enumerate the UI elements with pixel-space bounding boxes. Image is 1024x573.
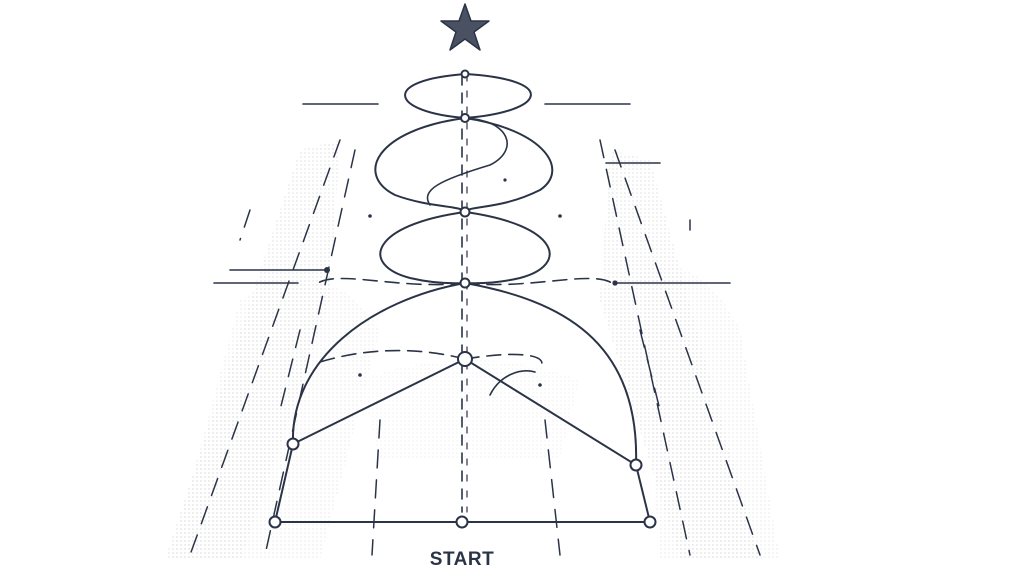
node-middle bbox=[459, 277, 471, 289]
lane-lines bbox=[189, 139, 761, 556]
side-markers bbox=[213, 103, 731, 284]
node-upper bbox=[460, 113, 470, 123]
background-shadow bbox=[165, 140, 780, 560]
node-start bbox=[455, 515, 469, 529]
node-top bbox=[460, 69, 470, 79]
node-center-large bbox=[457, 351, 473, 367]
sparkle-points bbox=[324, 178, 618, 387]
node-bottom-right bbox=[643, 515, 657, 529]
start-label: START bbox=[430, 549, 494, 570]
star-icon bbox=[440, 3, 490, 51]
node-bottom-left bbox=[268, 515, 282, 529]
node-middle-upper bbox=[459, 206, 471, 218]
node-left bbox=[286, 437, 300, 451]
braided-paths bbox=[274, 73, 651, 523]
node-right bbox=[629, 458, 643, 472]
center-axis bbox=[461, 74, 468, 513]
path-nodes bbox=[268, 69, 657, 529]
